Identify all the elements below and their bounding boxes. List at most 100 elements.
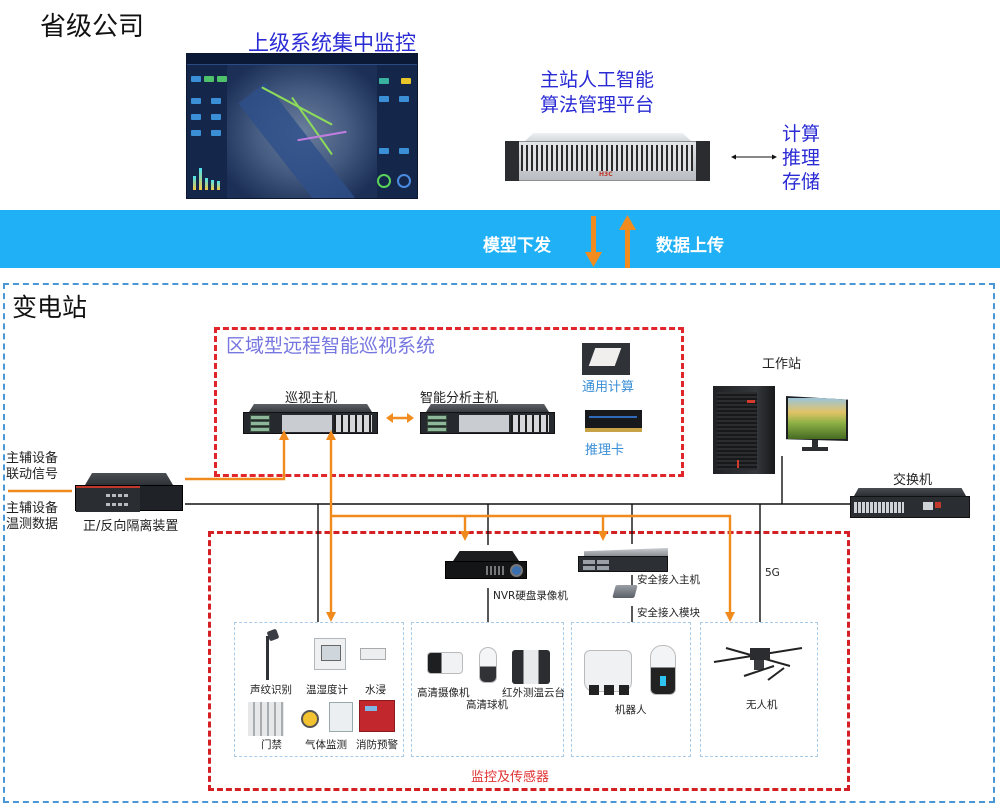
dashboard-tile — [379, 148, 389, 154]
dashboard-gauge — [397, 174, 411, 188]
temperature-data-label: 主辅设备 温测数据 — [6, 501, 58, 533]
sensor-label: 水浸 — [365, 684, 386, 696]
model-down-label: 模型下发 — [483, 236, 551, 256]
patrol-host-label: 巡视主机 — [285, 391, 338, 406]
dashboard-bar — [217, 181, 220, 190]
gas-detector-icon — [301, 710, 319, 728]
patrol-host-server — [243, 404, 378, 434]
isolation-device — [75, 473, 183, 512]
sensor-section-title: 监控及传感器 — [471, 770, 550, 785]
linkage-signal-line1: 主辅设备 — [6, 451, 59, 466]
dashboard-topbar — [187, 54, 417, 65]
linkage-signal-label: 主辅设备 联动信号 — [6, 451, 58, 483]
server-brand-logo: H3C — [599, 171, 613, 178]
arrow-down-icon — [725, 612, 735, 622]
gas-panel-icon — [329, 702, 353, 732]
server-grill — [521, 145, 693, 171]
dashboard-tile — [211, 114, 221, 120]
inference-card-stripe — [589, 416, 637, 418]
cpu-chip-image — [582, 343, 630, 375]
dashboard-right-panel — [375, 68, 415, 196]
workstation-label: 工作站 — [762, 357, 802, 372]
camera-label: 高清摄像机 — [417, 687, 470, 699]
inference-card-image — [585, 410, 642, 432]
switch-label: 交换机 — [893, 473, 933, 488]
arrow-down-icon — [585, 216, 602, 267]
dashboard-tile — [191, 98, 201, 104]
patrol-distribution-line — [331, 514, 732, 615]
ai-platform-title: 主站人工智能 算法管理平台 — [540, 68, 654, 118]
sensor-label: 温湿度计 — [306, 684, 348, 696]
arrow-down-icon — [460, 531, 470, 541]
network-switch — [850, 488, 970, 520]
dashboard-tile — [399, 96, 409, 102]
inspection-robot-icon — [584, 650, 632, 695]
arrow-up-icon — [279, 430, 289, 440]
dashboard-tile — [399, 148, 409, 154]
server-ear — [505, 141, 519, 181]
hygrometer-icon — [314, 638, 346, 670]
isolation-device-label: 正/反向隔离装置 — [83, 519, 179, 534]
voiceprint-sensor-icon — [266, 636, 269, 680]
dashboard-tile — [379, 78, 389, 84]
band-arrows — [585, 215, 636, 268]
capability-item: 存储 — [782, 171, 821, 193]
temperature-data-line1: 主辅设备 — [6, 501, 59, 516]
infrared-ptz-camera-icon — [512, 650, 550, 684]
substation-boundary — [3, 283, 995, 803]
dashboard-bar — [199, 168, 202, 190]
sensor-group-drones — [700, 622, 818, 757]
capability-list: 计算 推理 存储 — [782, 122, 820, 194]
hd-camera-icon — [427, 652, 463, 674]
secure-access-module-label: 安全接入模块 — [637, 607, 700, 619]
sensor-group-robots — [571, 622, 691, 757]
secure-access-host — [578, 548, 668, 576]
dashboard-tile — [204, 76, 214, 82]
analysis-host-label: 智能分析主机 — [420, 391, 499, 406]
analysis-host-server — [420, 404, 555, 434]
capability-item: 计算 — [782, 123, 821, 145]
communication-band — [0, 210, 1000, 268]
dashboard-tile — [211, 130, 221, 136]
robot-label: 机器人 — [615, 704, 647, 716]
dashboard-tile — [191, 130, 201, 136]
sensor-boundary — [208, 531, 850, 791]
indoor-robot-icon — [650, 645, 676, 695]
isolation-to-patrol-line — [185, 436, 286, 481]
monitor-title: 上级系统集中监控 — [248, 31, 416, 55]
monitoring-dashboard-image — [186, 53, 418, 199]
wireless-5g-label: 5G — [765, 567, 780, 579]
arrow-up-icon — [326, 430, 336, 440]
dashboard-tile — [191, 114, 201, 120]
general-compute-label: 通用计算 — [582, 380, 635, 395]
arrow-down-icon — [326, 612, 336, 622]
dashboard-bar — [193, 176, 196, 190]
drone-icon — [713, 647, 803, 681]
sensor-label: 声纹识别 — [250, 684, 292, 696]
ai-platform-server: H3C — [505, 133, 710, 183]
sensor-group-environment — [234, 622, 404, 757]
workstation-tower — [713, 386, 775, 474]
dashboard-tile — [379, 96, 389, 102]
sensor-label: 气体监测 — [305, 739, 347, 751]
dashboard-bar — [211, 180, 214, 190]
dashboard-bar — [205, 178, 208, 190]
capability-item: 推理 — [782, 147, 821, 169]
sensor-group-cameras — [411, 622, 564, 757]
camera-label: 高清球机 — [466, 699, 508, 711]
dashboard-map — [227, 65, 377, 198]
drone-label: 无人机 — [746, 699, 778, 711]
substation-title: 变电站 — [12, 293, 88, 322]
server-top — [523, 133, 693, 143]
workstation-monitor — [786, 396, 848, 454]
sensor-label: 消防预警 — [356, 739, 398, 751]
sensor-label: 门禁 — [261, 739, 282, 751]
inference-card-label: 推理卡 — [585, 443, 625, 458]
dashboard-gauge — [377, 174, 391, 188]
fire-alarm-panel-icon — [359, 700, 395, 732]
temperature-data-line2: 温测数据 — [6, 517, 59, 532]
arrow-down-icon — [598, 531, 608, 541]
bidirectional-arrow-icon — [731, 154, 777, 160]
dashboard-tile — [217, 76, 227, 82]
